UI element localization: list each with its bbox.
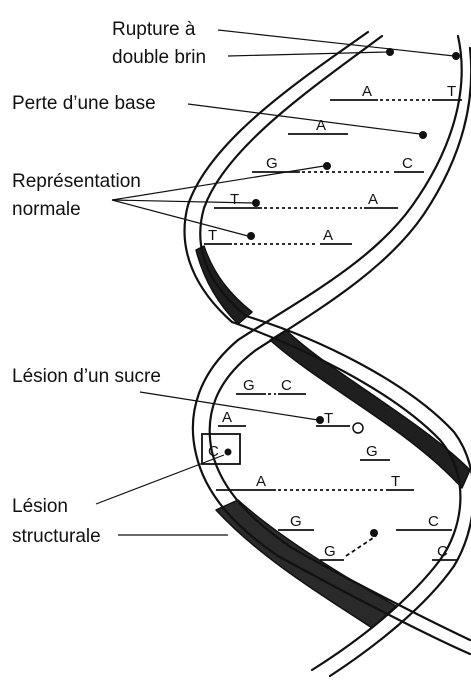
leader-break-2 (228, 52, 388, 56)
strand-2-upper-outer (238, 36, 462, 340)
label-normal-line2: normale (12, 199, 81, 220)
base-a-pair2: A (316, 117, 326, 134)
base-g-pair6: G (243, 377, 255, 394)
base-pairs (204, 100, 462, 560)
base-c-pair9: C (428, 513, 439, 530)
boxed-base-dot (225, 449, 232, 456)
base-t-pair8: T (391, 473, 400, 490)
label-structural-line1: Lésion (12, 496, 68, 517)
callout-labels: Rupture à double brin Perte d’une base R… (12, 19, 206, 547)
base-c-pair6: C (281, 377, 292, 394)
back-ribbon-lower (216, 500, 396, 628)
base-t-pair1: T (447, 83, 456, 100)
base-a-sugar: A (222, 409, 232, 426)
base-a-pair5: A (323, 227, 333, 244)
pair10-dashed (346, 536, 376, 556)
base-g-pair10: G (324, 543, 336, 560)
structural-dot (370, 529, 378, 537)
leader-normal-1 (112, 166, 324, 200)
lost-base-dot (419, 131, 427, 139)
base-g-pair7: G (366, 443, 378, 460)
normal-dot-t2 (247, 232, 255, 240)
base-c-boxed: C (208, 443, 219, 460)
leader-break-1 (218, 30, 454, 56)
base-c-pair10: C (437, 543, 448, 560)
dna-helix (185, 32, 471, 676)
label-base-loss: Perte d’une base (12, 93, 156, 114)
sugar-open-dot (353, 423, 363, 433)
base-g-pair3: G (266, 155, 278, 172)
base-a-pair8: A (256, 473, 266, 490)
base-c-pair3: C (402, 155, 413, 172)
base-t-pair5: T (208, 227, 217, 244)
label-structural-line2: structurale (12, 526, 101, 547)
base-t-pair4: T (230, 191, 239, 208)
base-t-sugar: T (324, 410, 333, 427)
label-double-strand-break-line1: Rupture à (112, 19, 196, 40)
strand-1-upper-inner (200, 36, 382, 316)
normal-dot-g (323, 162, 331, 170)
label-double-strand-break-line2: double brin (112, 47, 206, 68)
label-normal-line1: Représentation (12, 171, 141, 192)
base-a-pair4: A (368, 191, 378, 208)
base-g-pair9: G (290, 513, 302, 530)
base-letters: A T A G C T A T A G C A T C G A T G C G … (208, 83, 456, 560)
base-a-pair1: A (362, 83, 372, 100)
leader-base-loss (188, 104, 420, 134)
label-sugar-lesion: Lésion d’un sucre (12, 366, 161, 387)
strand-2-lower-inner (292, 548, 470, 640)
leader-normal-3 (112, 200, 248, 236)
back-ribbon-middle (270, 330, 470, 488)
